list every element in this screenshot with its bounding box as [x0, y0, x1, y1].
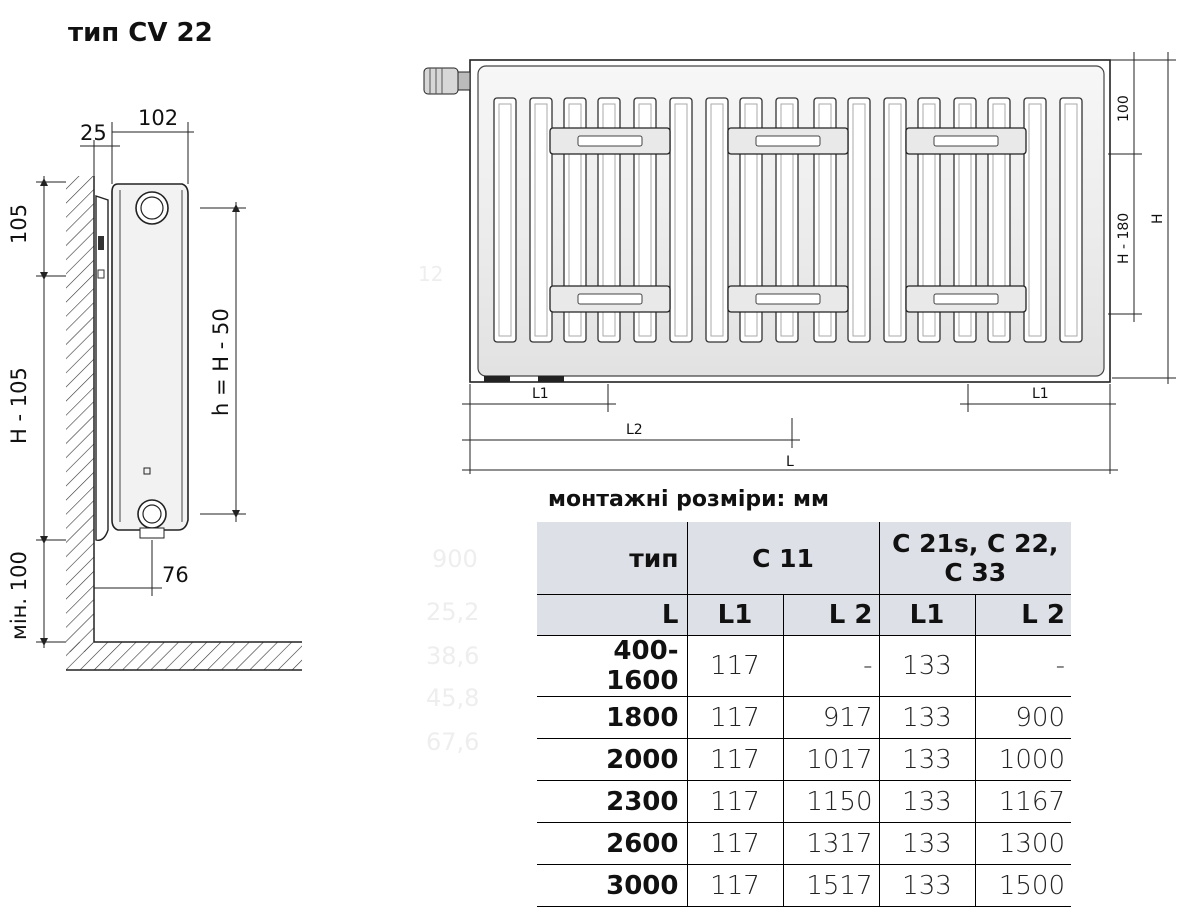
row-l1-a: 117: [687, 780, 784, 823]
wall-hatch: [66, 176, 94, 652]
row-l1-a: 117: [687, 864, 784, 907]
row-l2-a: 1150: [783, 780, 880, 823]
row-l2-a: -: [783, 635, 880, 697]
table-title: монтажні розміри: мм: [548, 487, 829, 512]
watermark-12: 12: [418, 262, 444, 286]
watermark-45-8: 45,8: [426, 684, 480, 712]
row-l: 2300: [537, 780, 688, 823]
header-group-c11: С 11: [687, 522, 880, 595]
table-row: 1800 117 917 133 900: [537, 696, 1071, 739]
row-l1-a: 117: [687, 738, 784, 781]
table-header-row: тип С 11 С 21s, С 22, С 33: [537, 522, 1071, 595]
side-view: 102 25 105 H - 105 мін. 100 h = H - 50 7…: [7, 106, 302, 671]
row-l2-b: 1000: [975, 738, 1071, 781]
mounting-table: тип С 11 С 21s, С 22, С 33 L L1 L 2 L1 L…: [537, 522, 1071, 907]
header-type-cell: тип: [537, 522, 688, 595]
dim-l2: L2: [626, 422, 643, 438]
subheader-l2-b: L 2: [975, 594, 1071, 636]
header-group2-line1: С 21s, С 22,: [892, 529, 1059, 558]
subheader-l1-a: L1: [687, 594, 784, 636]
watermark-25-2: 25,2: [426, 598, 480, 626]
row-l2-b: 1500: [975, 864, 1071, 907]
thermostatic-valve: [423, 67, 471, 95]
dim-102: 102: [138, 106, 178, 130]
radiator-side-body: [111, 183, 189, 531]
table-row: 2000 117 1017 133 1000: [537, 738, 1071, 781]
page-title: тип CV 22: [68, 18, 213, 48]
wall-bracket: [95, 195, 109, 541]
row-l: 2600: [537, 822, 688, 865]
dim-h-180: H - 180: [1116, 213, 1132, 264]
subheader-l2-a: L 2: [783, 594, 880, 636]
dim-h-105: H - 105: [7, 367, 31, 444]
dim-h-h-50: h = H - 50: [209, 308, 233, 416]
floor-hatch: [66, 642, 302, 670]
row-l1-b: 133: [879, 738, 976, 781]
row-l1-b: 133: [879, 780, 976, 823]
row-l1-b: 133: [879, 635, 976, 697]
row-l1-a: 117: [687, 822, 784, 865]
header-group-c21-c22-c33: С 21s, С 22, С 33: [879, 522, 1071, 595]
table-row: 2600 117 1317 133 1300: [537, 822, 1071, 865]
dim-100: 100: [1116, 95, 1132, 122]
table-subheader-row: L L1 L 2 L1 L 2: [537, 594, 1071, 636]
row-l1-b: 133: [879, 696, 976, 739]
dim-25: 25: [80, 121, 107, 145]
dim-l: L: [786, 454, 794, 470]
dim-l1-right: L1: [1032, 386, 1049, 402]
row-l1-a: 117: [687, 635, 784, 697]
row-l2-b: 900: [975, 696, 1071, 739]
header-group2-line2: С 33: [944, 558, 1007, 587]
row-l2-b: 1167: [975, 780, 1071, 823]
dim-h: H: [1150, 213, 1166, 224]
row-l2-b: 1300: [975, 822, 1071, 865]
subheader-l: L: [537, 594, 688, 636]
bottom-connection: [137, 499, 167, 529]
table-row: 400-1600 117 - 133 -: [537, 635, 1071, 697]
dim-76: 76: [162, 563, 189, 587]
row-l2-a: 917: [783, 696, 880, 739]
table-row: 2300 117 1150 133 1167: [537, 780, 1071, 823]
watermark-67-6: 67,6: [426, 728, 480, 756]
row-l1-a: 117: [687, 696, 784, 739]
front-view: 100 H - 180 H L1 L1 L2 L: [423, 52, 1176, 474]
row-l1-b: 133: [879, 822, 976, 865]
row-l1-b: 133: [879, 864, 976, 907]
row-l: 1800: [537, 696, 688, 739]
watermark-900: 900: [432, 545, 478, 573]
watermark-38-6: 38,6: [426, 642, 480, 670]
row-l2-b: -: [975, 635, 1071, 697]
row-l2-a: 1517: [783, 864, 880, 907]
subheader-l1-b: L1: [879, 594, 976, 636]
row-l2-a: 1317: [783, 822, 880, 865]
dim-min-100: мін. 100: [7, 551, 31, 640]
row-l: 2000: [537, 738, 688, 781]
row-l: 400-1600: [537, 635, 688, 697]
dim-l1-left: L1: [532, 386, 549, 402]
row-l2-a: 1017: [783, 738, 880, 781]
row-l: 3000: [537, 864, 688, 907]
table-row: 3000 117 1517 133 1500: [537, 864, 1071, 907]
dim-105: 105: [7, 204, 31, 244]
